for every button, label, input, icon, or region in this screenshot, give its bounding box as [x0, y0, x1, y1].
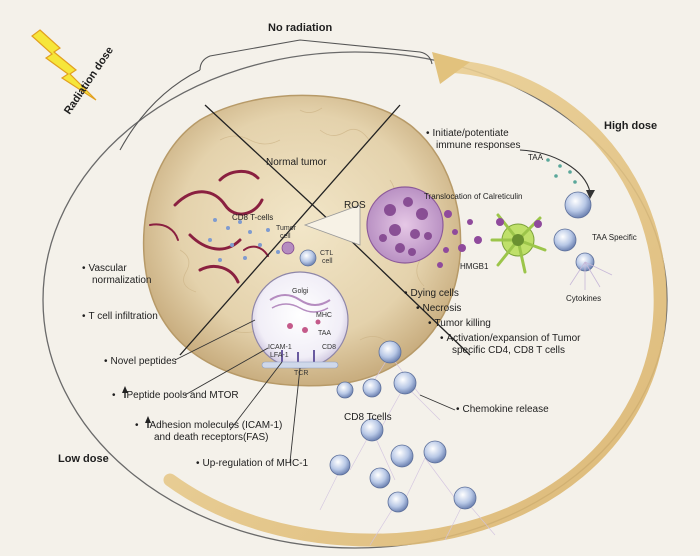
adhesion-label-1: Adhesion molecules (ICAM-1): [135, 420, 283, 432]
vascular-label-2: normalization: [92, 275, 152, 286]
tumor-cell-label-2: cell: [280, 233, 291, 240]
cd8-tcells-label: CD8 T-cells: [232, 213, 274, 222]
lfa-label: LFA-1: [270, 352, 289, 359]
tcr-label: TCR: [294, 370, 309, 377]
outer-circle: [42, 51, 668, 549]
high-dose-arrowhead: [432, 52, 470, 84]
activation-label-1: Activation/expansion of Tumor: [440, 333, 581, 345]
taa-specific-label: TAA Specific: [592, 233, 637, 242]
taa-specific-tcell-1: [564, 191, 592, 219]
divider-line-2: [179, 104, 401, 356]
initiate-label-2: immune responses: [436, 140, 521, 151]
lightning-bolt-icon: [31, 29, 97, 101]
activation-label-2: specific CD4, CD8 T cells: [452, 345, 565, 356]
pointer-lines: [174, 319, 456, 463]
taa-zoom-label: TAA: [318, 330, 332, 337]
taa-arrowhead: [586, 190, 595, 199]
cytokines-label: Cytokines: [566, 294, 602, 303]
cd8-dots: [208, 218, 280, 262]
tumor-cell-zoom: [251, 271, 349, 369]
ctl-label-1: CTL: [320, 250, 334, 257]
mhc-label: MHC: [316, 312, 332, 319]
cd8-tcells-cluster-label: CD8 Tcells: [344, 412, 392, 423]
dendritic-cell: [490, 213, 547, 274]
peptide-pools-text: Peptide pools and MTOR: [126, 390, 239, 401]
calreticulin-label: Translocation of Calreticulin: [424, 192, 523, 201]
blood-vessels: [149, 170, 269, 284]
adhesion-label-2: and death receptors(FAS): [154, 432, 269, 443]
cytokine-rays: [569, 261, 613, 290]
ctl-cell: [299, 249, 317, 267]
taa-specific-tcell-2: [553, 228, 577, 252]
tumor-mass: [142, 94, 462, 387]
golgi: [269, 294, 331, 306]
mhc-up-label: Up-regulation of MHC-1: [196, 458, 309, 470]
vascular-label-1: Vascular: [82, 263, 127, 275]
taa-dots: [546, 158, 577, 184]
ros-wedge: [303, 204, 361, 246]
divider-line-1: [204, 104, 346, 236]
dying-cell-nuclei: [379, 197, 432, 256]
novel-peptides-label: Novel peptides: [104, 356, 177, 368]
radiation-dose-bracket: [119, 69, 201, 151]
tumor-cell-icon: [281, 241, 295, 255]
peptide-pools-label: Peptide pools and MTOR: [112, 390, 239, 402]
cd8-tcell-cluster: [319, 340, 496, 546]
ctl-label-2: cell: [322, 258, 333, 265]
initiate-label-1: Initiate/potentiate: [426, 128, 509, 140]
low-dose-label: Low dose: [58, 453, 109, 465]
dying-cells-label: Dying cells: [404, 288, 459, 300]
cd8-zoom-label: CD8: [322, 344, 337, 351]
icam-label: ICAM-1: [268, 344, 292, 351]
taa-arrow-label: TAA: [528, 153, 543, 162]
ros-label: ROS: [344, 200, 366, 211]
taa-arrow: [519, 149, 591, 193]
cell-fragments: [437, 210, 482, 268]
no-radiation-bracket: [199, 39, 433, 71]
necrosis-label: Necrosis: [416, 303, 462, 315]
hmgb1-label: HMGB1: [460, 262, 489, 271]
cell-membrane-band: [261, 361, 339, 369]
high-dose-arc: [163, 59, 667, 547]
no-radiation-label: No radiation: [268, 22, 333, 34]
chemokine-label: Chemokine release: [456, 404, 549, 416]
t-cell-infiltration-label: T cell infiltration: [82, 311, 158, 323]
normal-tumor-label: Normal tumor: [266, 157, 327, 168]
tumor-cell-label-1: Tumor: [276, 225, 296, 232]
high-dose-label: High dose: [604, 120, 658, 132]
golgi-label: Golgi: [292, 288, 309, 295]
tumor-killing-label: Tumor killing: [428, 318, 491, 330]
adhesion-text-1: Adhesion molecules (ICAM-1): [149, 420, 283, 431]
